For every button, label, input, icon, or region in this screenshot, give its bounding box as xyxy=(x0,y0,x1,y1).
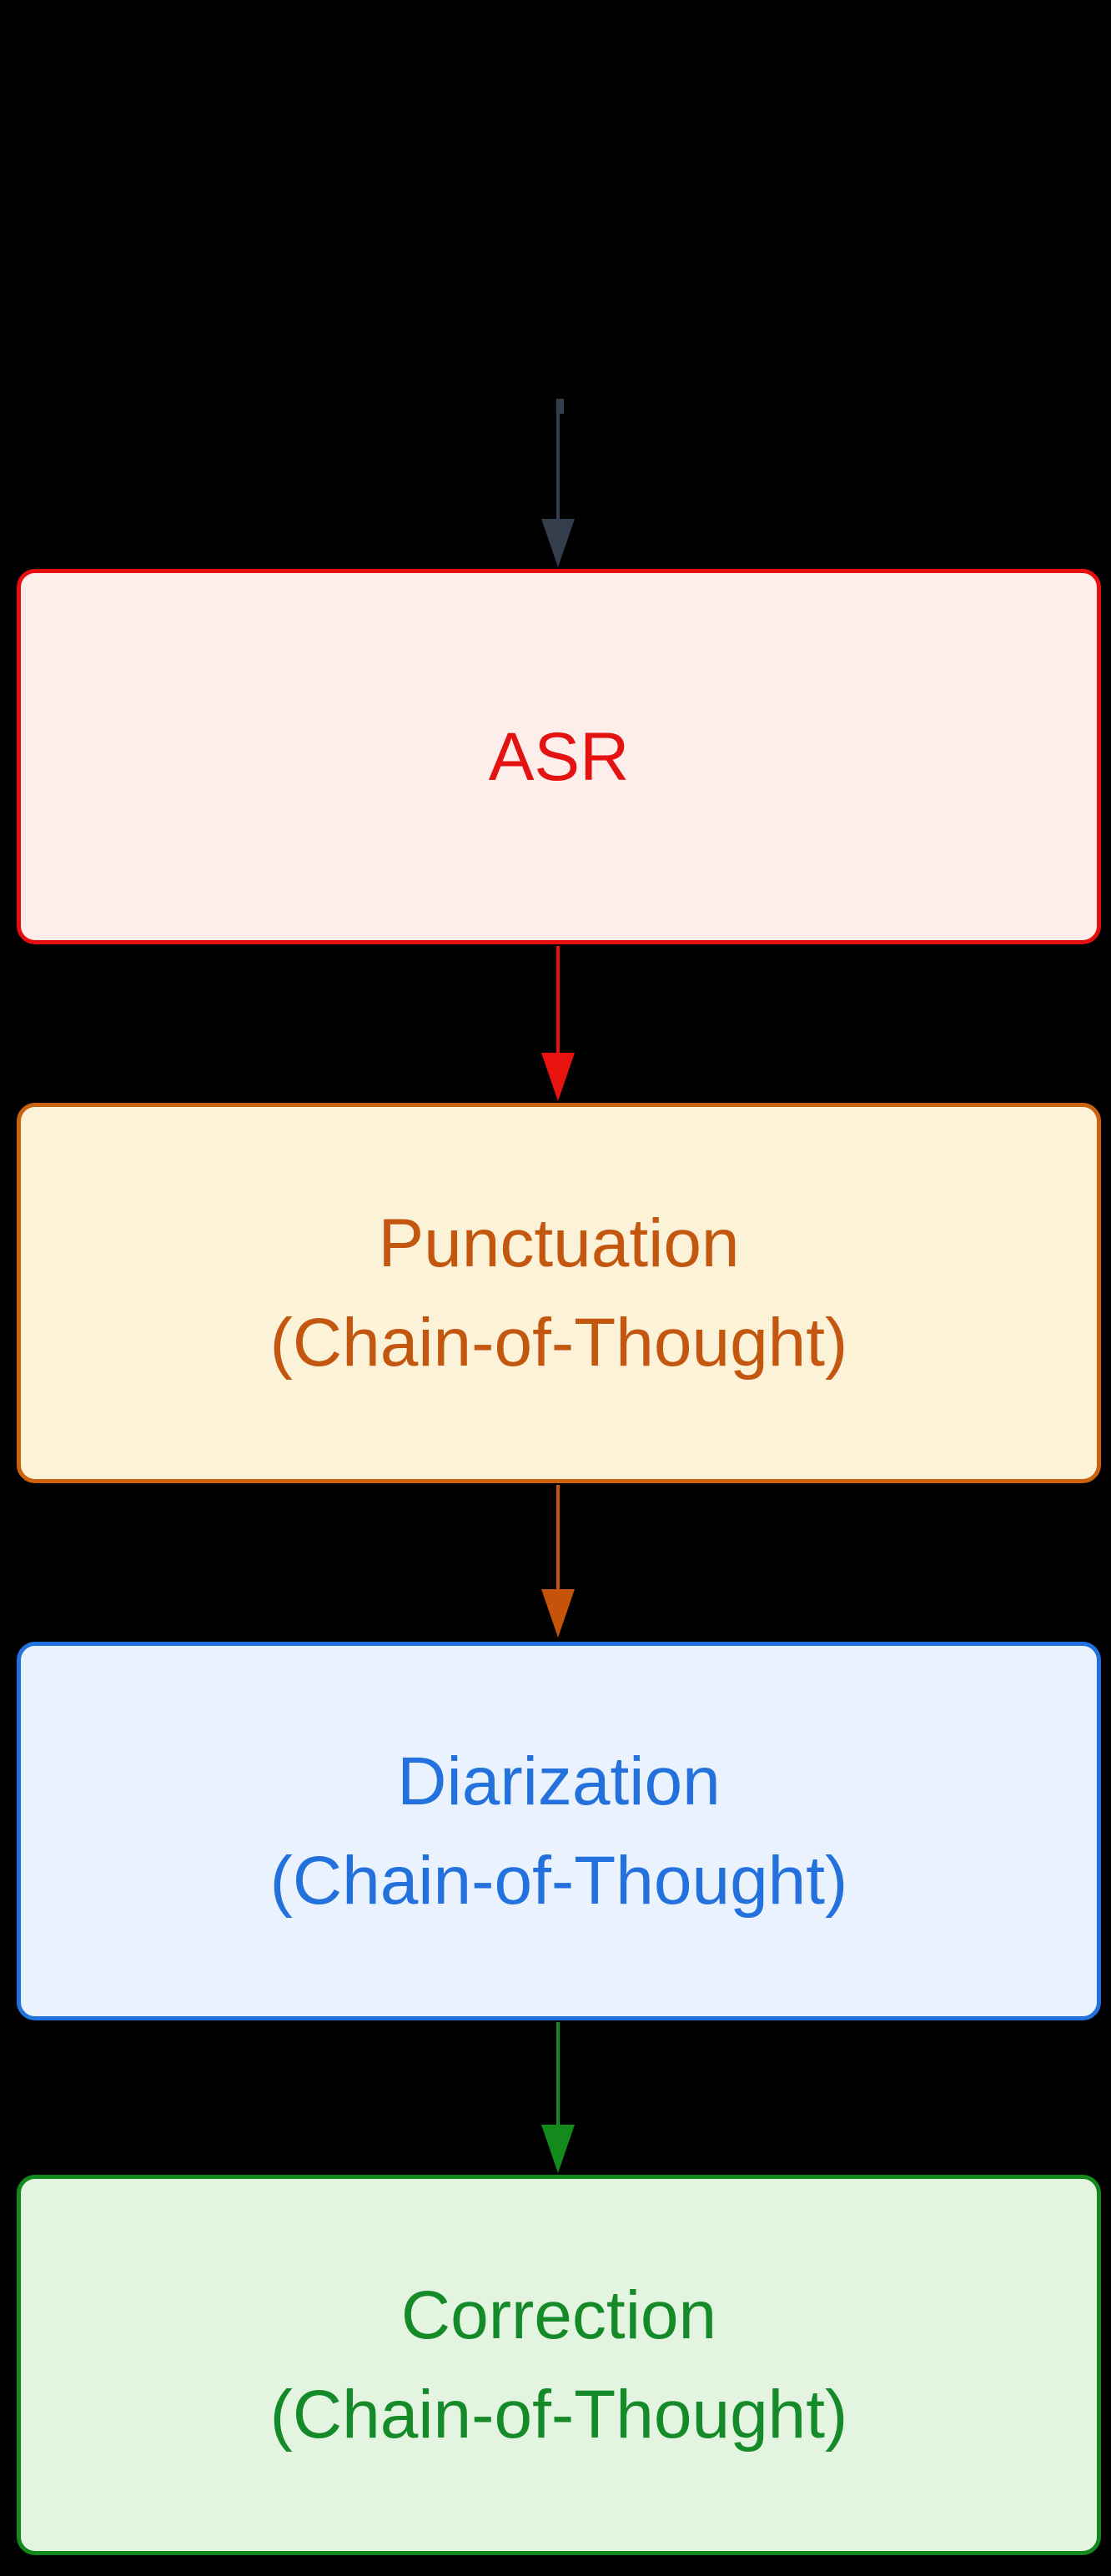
node-punctuation-label: Punctuation xyxy=(378,1205,740,1281)
edge-input-asr-start-notch xyxy=(557,399,564,414)
node-diarization-sublabel: (Chain-of-Thought) xyxy=(269,1843,848,1919)
node-diarization-label: Diarization xyxy=(397,1743,721,1819)
node-punctuation: Punctuation (Chain-of-Thought) xyxy=(17,1103,1101,1483)
edge-asr-punctuation-arrowhead-icon xyxy=(541,1053,575,1101)
edge-asr-punctuation-line xyxy=(556,946,560,1054)
node-correction-label: Correction xyxy=(400,2277,717,2353)
node-diarization: Diarization (Chain-of-Thought) xyxy=(17,1642,1101,2020)
node-asr: ASR xyxy=(17,569,1101,944)
edge-input-asr-line xyxy=(556,399,560,521)
node-correction: Correction (Chain-of-Thought) xyxy=(17,2175,1101,2555)
node-asr-label: ASR xyxy=(488,718,630,795)
edge-punctuation-diarization-arrowhead-icon xyxy=(541,1589,575,1638)
edge-punctuation-diarization-line xyxy=(556,1485,560,1591)
edge-diarization-correction-arrowhead-icon xyxy=(541,2125,575,2173)
node-punctuation-sublabel: (Chain-of-Thought) xyxy=(269,1305,848,1381)
edge-diarization-correction-line xyxy=(556,2022,560,2126)
edge-input-asr-arrowhead-icon xyxy=(541,519,575,567)
node-correction-sublabel: (Chain-of-Thought) xyxy=(269,2377,848,2453)
